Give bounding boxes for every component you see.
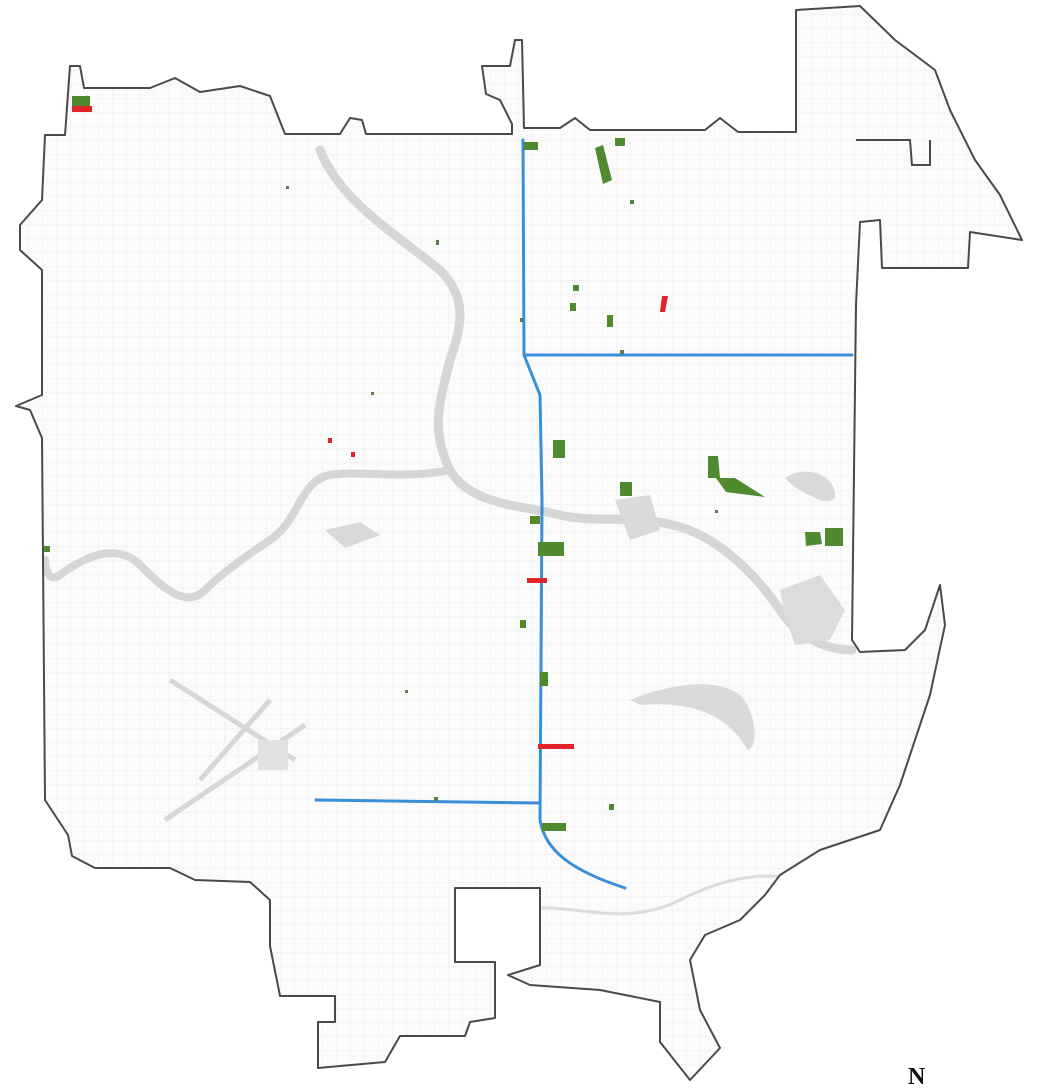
water-body-5 xyxy=(630,684,755,750)
minor-feature xyxy=(520,318,523,322)
river xyxy=(315,145,857,655)
parcel-red-mid-2 xyxy=(538,744,574,749)
parcel-north-1 xyxy=(524,142,538,150)
water-body-2 xyxy=(615,495,660,540)
parcel-red-nw xyxy=(72,106,92,112)
parcel-nw-corner xyxy=(72,96,90,106)
corridor-north-south xyxy=(521,138,627,890)
minor-feature xyxy=(630,200,634,204)
parcel-east-2 xyxy=(825,528,843,546)
parcel-corridor-1 xyxy=(538,542,564,556)
water-body-4 xyxy=(780,575,845,645)
parcel-north-3 xyxy=(615,138,625,146)
parcel-corridor-2 xyxy=(530,516,540,524)
city-boundary xyxy=(15,5,1023,1081)
parcel-mid-3 xyxy=(716,478,765,497)
parcel-mid-2 xyxy=(708,456,720,478)
parcels-green xyxy=(44,96,843,831)
parcel-corridor-4 xyxy=(540,672,548,686)
parcel-west-edge xyxy=(44,546,50,552)
parcel-east-1 xyxy=(805,532,822,546)
parcel-north-2 xyxy=(595,145,612,184)
minor-features xyxy=(286,186,718,801)
parcels-red xyxy=(72,106,668,749)
water-body-3 xyxy=(785,471,836,502)
parcel-south-2 xyxy=(609,804,614,810)
parcel-mid-1 xyxy=(553,440,565,458)
minor-feature xyxy=(715,510,718,513)
minor-feature xyxy=(436,240,439,245)
minor-feature xyxy=(371,392,374,395)
boundary-notch-east xyxy=(856,139,931,166)
parcel-north-5 xyxy=(607,315,613,327)
parcel-north-6 xyxy=(573,285,579,291)
parcel-corridor-3 xyxy=(520,620,526,628)
airport-apron xyxy=(258,740,288,770)
parcel-south-1 xyxy=(542,823,566,831)
parcel-red-mid-1 xyxy=(527,578,547,583)
minor-feature xyxy=(286,186,289,189)
corridor-west xyxy=(314,798,542,805)
creek-south xyxy=(519,874,801,916)
minor-feature xyxy=(434,797,438,801)
parcel-red-west-1 xyxy=(328,438,332,443)
parcel-red-north xyxy=(660,296,668,312)
parcel-mid-4 xyxy=(620,482,632,496)
minor-feature xyxy=(620,350,624,354)
water-body-1 xyxy=(325,522,380,548)
minor-feature xyxy=(405,690,408,693)
parcel-north-4 xyxy=(570,303,576,311)
river-west-branch xyxy=(41,466,454,602)
north-arrow-label: N xyxy=(908,1064,926,1090)
transit-corridors xyxy=(314,138,854,890)
parcel-red-west-2 xyxy=(351,452,355,457)
